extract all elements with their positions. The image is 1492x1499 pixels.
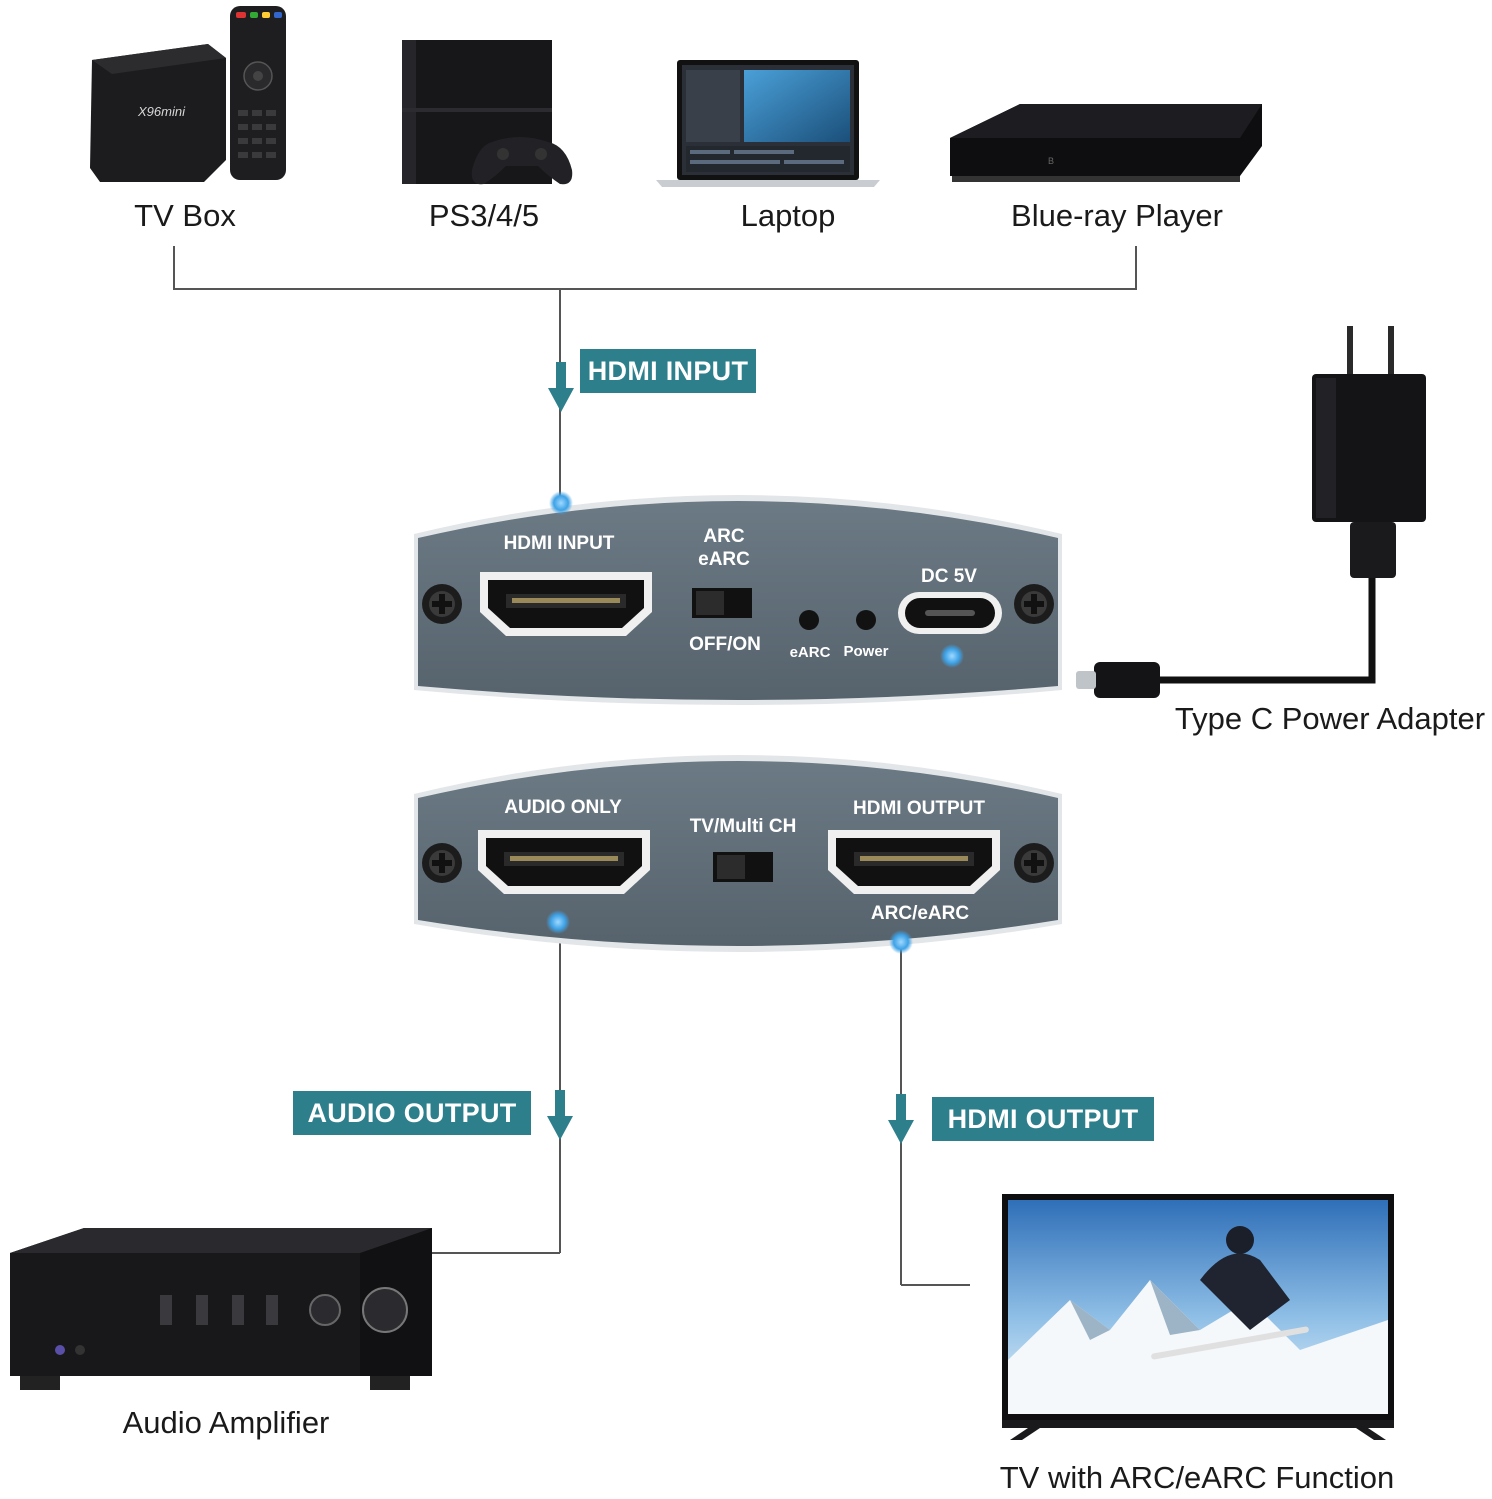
power-led-icon: [856, 610, 876, 630]
panel-earc-led-label: eARC: [789, 644, 831, 661]
playstation-icon: [402, 40, 573, 185]
tv-box-label: TV Box: [134, 198, 236, 233]
power-adapter-label: Type C Power Adapter: [1174, 701, 1486, 736]
hdmi-input-tag: HDMI INPUT: [580, 349, 756, 393]
arc-switch-icon: [692, 588, 752, 618]
hdmi-output-tag: HDMI OUTPUT: [932, 1097, 1154, 1141]
connection-dots: [546, 491, 964, 954]
screw-icon: [1014, 843, 1054, 883]
hdmi-input-arrow-icon: [548, 362, 574, 412]
screw-icon: [422, 584, 462, 624]
top-panel: [414, 495, 1062, 705]
hdmi-output-port-icon: [828, 830, 1000, 894]
power-adapter-icon: [1076, 326, 1426, 698]
audio-amplifier-label: Audio Amplifier: [122, 1405, 330, 1440]
connection-lines: [173, 246, 1137, 1286]
panel-arc-earc-label: ARC/eARC: [870, 903, 970, 924]
screw-icon: [1014, 584, 1054, 624]
earc-led-icon: [799, 610, 819, 630]
tv-multi-switch-icon: [713, 852, 773, 882]
hdmi-output-arrow-icon: [888, 1094, 914, 1144]
tv-box-icon: X96mini: [90, 6, 286, 182]
panel-arc-label: ARC: [703, 526, 745, 547]
tv-icon: [1002, 1194, 1394, 1440]
panel-earc-label: eARC: [698, 549, 750, 570]
arrows: [547, 362, 914, 1144]
bottom-panel: [414, 755, 1062, 952]
ps-label: PS3/4/5: [428, 198, 540, 233]
svg-text:B: B: [1048, 156, 1054, 166]
audio-output-arrow-icon: [547, 1090, 573, 1140]
screw-icon: [422, 843, 462, 883]
audio-output-tag: AUDIO OUTPUT: [293, 1091, 531, 1135]
panel-hdmi-output-label: HDMI OUTPUT: [853, 798, 985, 819]
bluray-label: Blue-ray Player: [1011, 198, 1223, 233]
tv-box-brand: X96mini: [137, 104, 186, 119]
panel-dc5v-label: DC 5V: [921, 566, 977, 587]
tv-label: TV with ARC/eARC Function: [999, 1460, 1395, 1495]
panel-hdmi-input-label: HDMI INPUT: [503, 533, 615, 554]
panel-tv-multi-label: TV/Multi CH: [689, 816, 797, 837]
audio-amplifier-icon: [10, 1228, 432, 1390]
audio-only-port-icon: [478, 830, 650, 894]
panel-audio-only-label: AUDIO ONLY: [504, 797, 622, 818]
usb-c-port-icon: [898, 592, 1002, 634]
laptop-label: Laptop: [740, 198, 836, 233]
panel-off-on-label: OFF/ON: [689, 634, 761, 655]
panel-power-led-label: Power: [843, 643, 889, 660]
bluray-player-icon: B: [950, 104, 1262, 182]
laptop-icon: [656, 60, 880, 187]
hdmi-input-port-icon: [480, 572, 652, 636]
